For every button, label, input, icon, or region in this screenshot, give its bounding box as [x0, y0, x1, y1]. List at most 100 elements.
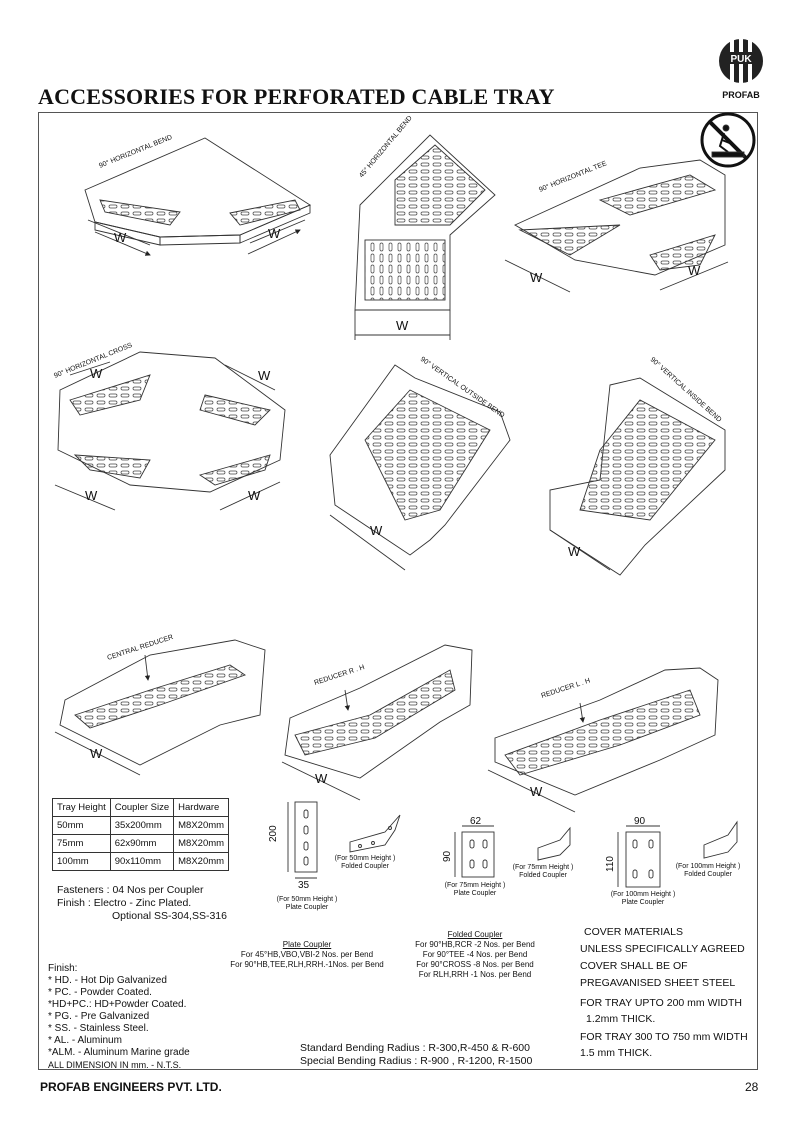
folded-coupler-50-caption-b: Folded Coupler	[341, 863, 389, 870]
folded-coupler-line: For 90°TEE -4 Nos. per Bend	[422, 950, 528, 959]
svg-text:W: W	[268, 226, 281, 241]
svg-text:W: W	[248, 488, 261, 503]
table-cell: 75mm	[52, 834, 111, 853]
dimension-note: ALL DIMENSION IN mm. - N.T.S.	[48, 1060, 182, 1070]
plate-coupler-50-caption-b: Plate Coupler	[285, 904, 329, 911]
table-header-cell: Tray Height	[52, 798, 111, 817]
horizontal-cross-90-drawing	[54, 351, 286, 511]
folded-coupler-75-caption-b: Folded Coupler	[519, 872, 567, 879]
svg-text:W: W	[568, 544, 581, 559]
svg-text:45° HORIZONTAL BEND: 45° HORIZONTAL BEND	[357, 114, 413, 179]
cover-line: PREGAVANISED SHEET STEEL	[580, 977, 736, 989]
horizontal-bend-45-drawing	[354, 134, 496, 340]
table-cell: M8X20mm	[173, 816, 230, 835]
folded-coupler-line: For 90°CROSS -8 Nos. per Bend	[416, 960, 534, 969]
plate-coupler-100-caption: (For 100mm Height )	[610, 891, 676, 898]
plate-coupler-75-caption-b: Plate Coupler	[453, 890, 497, 897]
svg-text:35: 35	[298, 880, 310, 891]
svg-text:W: W	[530, 270, 543, 285]
folded-coupler-heading: Folded Coupler	[447, 930, 503, 939]
table-row: 50mm 35x200mm M8X20mm	[52, 816, 230, 835]
cover-line: UNLESS SPECIFICALLY AGREED	[580, 943, 745, 955]
finish-item: * PC. - Powder Coated.	[48, 987, 152, 998]
special-radius: Special Bending Radius : R-900 , R-1200,…	[300, 1055, 533, 1067]
svg-text:W: W	[90, 746, 103, 761]
finish-item: * AL. - Aluminum	[48, 1035, 122, 1046]
content-frame	[38, 112, 758, 1070]
folded-coupler-note: Folded Coupler For 90°HB,RCR -2 Nos. per…	[405, 930, 545, 980]
bending-radius: Standard Bending Radius : R-300,R-450 & …	[300, 1042, 532, 1068]
table-cell: M8X20mm	[173, 852, 230, 871]
folded-coupler-75-drawing	[537, 826, 571, 861]
reducer-rh-drawing	[281, 644, 473, 801]
svg-text:W: W	[258, 368, 271, 383]
folded-coupler-75-caption: (For 75mm Height )	[512, 864, 574, 871]
svg-text:90: 90	[442, 850, 453, 862]
vertical-inside-bend-drawing	[549, 377, 726, 576]
svg-text:W: W	[315, 771, 328, 786]
table-header-cell: Hardware	[173, 798, 230, 817]
page-title: ACCESSORIES FOR PERFORATED CABLE TRAY	[38, 84, 555, 109]
plate-coupler-75-drawing	[454, 825, 495, 878]
svg-text:62: 62	[470, 816, 482, 827]
cover-heading: COVER MATERIALS	[584, 926, 683, 938]
plate-coupler-100-caption-b: Plate Coupler	[621, 899, 665, 906]
table-cell: 50mm	[52, 816, 111, 835]
plate-coupler-50-drawing	[287, 801, 318, 879]
folded-coupler-100-drawing	[703, 820, 738, 859]
svg-text:CENTRAL REDUCER: CENTRAL REDUCER	[106, 634, 174, 662]
svg-text:W: W	[114, 230, 127, 245]
folded-coupler-100-caption: (For 100mm Height )	[675, 863, 741, 870]
finish-item: * PG. - Pre Galvanized	[48, 1011, 150, 1022]
finish-list: Finish: * HD. - Hot Dip Galvanized * PC.…	[48, 963, 190, 1071]
plate-coupler-line: For 90°HB,TEE,RLH,RRH.-1Nos. per Bend	[230, 960, 384, 969]
svg-text:W: W	[85, 488, 98, 503]
svg-text:W: W	[90, 366, 103, 381]
puk-logo: PUK	[719, 39, 763, 83]
plate-coupler-100-drawing	[617, 825, 661, 888]
fasteners-block: Fasteners : 04 Nos per Coupler Finish : …	[57, 884, 227, 923]
fasteners-finish: Finish : Electro - Zinc Plated.	[57, 897, 192, 909]
finish-item: *HD+PC.: HD+Powder Coated.	[48, 999, 187, 1010]
footer-company: PROFAB ENGINEERS PVT. LTD.	[40, 1080, 222, 1094]
svg-text:W: W	[530, 784, 543, 799]
svg-text:W: W	[370, 523, 383, 538]
table-cell: M8X20mm	[173, 834, 230, 853]
cover-line: 1.5 mm THICK.	[580, 1047, 653, 1059]
svg-text:W: W	[396, 318, 409, 333]
svg-text:90: 90	[634, 816, 646, 827]
cover-line: COVER SHALL BE OF	[580, 960, 688, 972]
folded-coupler-line: For 90°HB,RCR -2 Nos. per Bend	[415, 940, 535, 949]
table-header-row: Tray Height Coupler Size Hardware	[52, 798, 230, 817]
plate-coupler-line: For 45°HB,VBO,VBI-2 Nos. per Bend	[240, 950, 374, 959]
cover-line: FOR TRAY UPTO 200 mm WIDTH	[580, 997, 742, 1009]
svg-text:W: W	[688, 263, 701, 278]
central-reducer-drawing	[54, 639, 266, 776]
finish-item: *ALM. - Aluminum Marine grade	[48, 1047, 190, 1058]
table-cell: 90x110mm	[109, 852, 175, 871]
cover-line: 1.2mm THICK.	[586, 1013, 656, 1025]
finish-heading: Finish:	[48, 963, 78, 974]
svg-text:REDUCER L . H: REDUCER L . H	[540, 677, 591, 699]
folded-coupler-50-drawing	[349, 814, 401, 853]
logo-subtext: PROFAB	[722, 90, 760, 100]
cover-materials: COVER MATERIALS UNLESS SPECIFICALLY AGRE…	[580, 925, 748, 1060]
folded-coupler-line: For RLH,RRH -1 Nos. per Bend	[418, 970, 532, 979]
table-cell: 35x200mm	[109, 816, 175, 835]
plate-coupler-50-caption: (For 50mm Height )	[276, 896, 338, 903]
folded-coupler-50-caption: (For 50mm Height )	[334, 855, 396, 862]
svg-text:200: 200	[268, 825, 279, 842]
no-walking-sign	[700, 112, 756, 168]
fasteners-optional: Optional SS-304,SS-316	[112, 910, 227, 922]
svg-text:90° HORIZONTAL BEND: 90° HORIZONTAL BEND	[98, 133, 174, 170]
table-header-cell: Coupler Size	[109, 798, 175, 817]
plate-coupler-75-caption: (For 75mm Height )	[444, 882, 506, 889]
cover-line: FOR TRAY 300 TO 750 mm WIDTH	[580, 1031, 748, 1043]
table-cell: 62x90mm	[109, 834, 175, 853]
fasteners-line: Fasteners : 04 Nos per Coupler	[57, 884, 204, 896]
svg-text:PUK: PUK	[730, 54, 752, 65]
svg-text:90° HORIZONTAL TEE: 90° HORIZONTAL TEE	[538, 159, 608, 194]
horizontal-tee-90-drawing	[504, 159, 729, 293]
table-row: 75mm 62x90mm M8X20mm	[52, 834, 230, 853]
